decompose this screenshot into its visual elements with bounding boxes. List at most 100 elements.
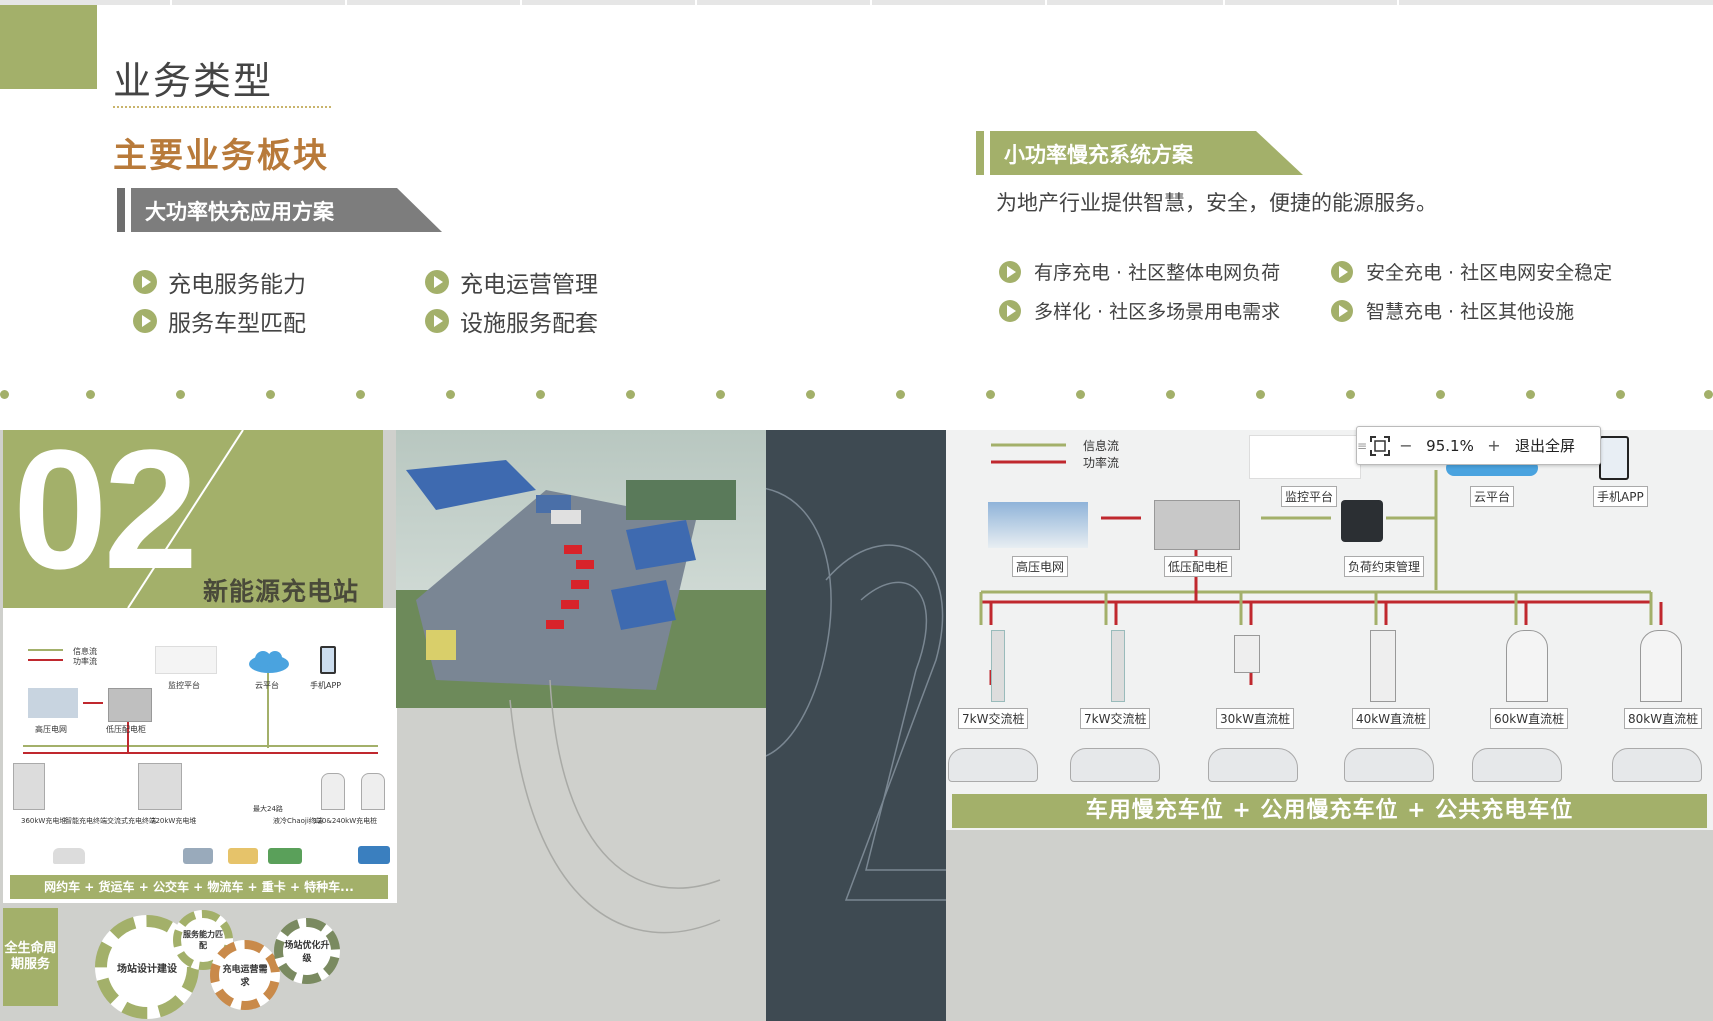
monitor-label: 监控平台	[1281, 486, 1338, 507]
charger-label: 7kW交流桩	[958, 708, 1029, 729]
slow-bullet-label: 智慧充电 · 社区其他设施	[1366, 301, 1575, 323]
cloud-label: 云平台	[255, 681, 279, 690]
charger-label: 7kW交流桩	[1080, 708, 1151, 729]
charger-label: 40kW直流桩	[1352, 708, 1431, 729]
charging-stack-image	[138, 763, 182, 810]
charger-label: 交流式充电终端	[107, 817, 156, 825]
section-number-panel: 02 新能源充电站	[3, 430, 383, 608]
charging-station-rendering	[396, 430, 767, 708]
station-topology-diagram: 信息流 功率流 监控平台 云平台 手机APP 高压电网 低压配电柜 360kW充…	[3, 608, 397, 903]
section-number: 02	[13, 430, 198, 605]
slow-charge-description: 为地产行业提供智慧，安全，便捷的能源服务。	[996, 191, 1437, 215]
cabinet-label: 低压配电柜	[1164, 556, 1233, 577]
monitor-screens-icon	[1249, 435, 1361, 479]
fast-bullet-label: 充电服务能力	[168, 272, 306, 298]
zoom-in-button[interactable]: +	[1487, 436, 1501, 455]
car-image	[1612, 748, 1702, 782]
fast-charge-band-label: 大功率快充应用方案	[145, 200, 334, 224]
bus-image	[268, 848, 302, 864]
charger-label: 360kW充电堆	[21, 817, 67, 825]
load-label: 负荷约束管理	[1344, 556, 1425, 577]
slow-charge-band-label: 小功率慢充系统方案	[1004, 143, 1193, 167]
charger-image	[1111, 630, 1125, 702]
cabinet-image	[108, 688, 152, 722]
parking-types-bar: 车用慢充车位 + 公用慢充车位 + 公共充电车位	[952, 794, 1707, 828]
drag-handle[interactable]: ≡	[1357, 438, 1368, 453]
exit-fullscreen-button[interactable]: 退出全屏	[1515, 437, 1576, 455]
grid-label: 高压电网	[35, 725, 67, 734]
charging-stack-image	[13, 763, 45, 810]
car-image	[1208, 748, 1298, 782]
zoom-out-button[interactable]: −	[1399, 436, 1413, 455]
fast-charge-band: 大功率快充应用方案	[117, 188, 442, 232]
play-circle-icon	[999, 260, 1021, 283]
cabinet-label: 低压配电柜	[106, 725, 146, 734]
vehicle-types-bar: 网约车 + 货运车 + 公交车 + 物流车 + 重卡 + 特种车...	[10, 875, 388, 899]
top-divider-bar	[0, 0, 1713, 5]
grid-label: 高压电网	[1012, 556, 1069, 577]
play-circle-icon	[425, 309, 449, 333]
corner-accent-block	[0, 5, 97, 89]
monitor-screens-icon	[155, 646, 217, 674]
slow-bullet-1: 有序充电 · 社区整体电网负荷	[998, 258, 1280, 285]
fast-bullet-label: 充电运营管理	[460, 272, 598, 298]
charger-image	[1234, 635, 1260, 673]
play-circle-icon	[133, 309, 157, 333]
charger-image	[321, 773, 345, 810]
zoom-toolbar: ≡ − 95.1% + 退出全屏	[1356, 426, 1601, 465]
slow-bullet-label: 多样化 · 社区多场景用电需求	[1034, 301, 1281, 323]
page-title: 业务类型	[113, 59, 274, 103]
charger-image	[1506, 630, 1548, 702]
car-image	[1344, 748, 1434, 782]
charger-label: 60kW直流桩	[1490, 708, 1569, 729]
slow-bullet-label: 有序充电 · 社区整体电网负荷	[1034, 262, 1281, 284]
charger-label: 智能充电终端	[65, 817, 107, 825]
outline-numeral-graphic	[509, 679, 721, 934]
fast-bullet-1: 充电服务能力	[132, 265, 306, 299]
fit-screen-button[interactable]	[1367, 433, 1393, 459]
fast-bullet-3: 服务车型匹配	[132, 304, 306, 338]
decorative-dot-row	[0, 390, 1713, 402]
slow-charge-topology-diagram: 信息流 功率流 监控平台 云平台 手机APP 高压电网 低压配电柜 负荷约束管理…	[946, 430, 1713, 830]
power-tower-image	[988, 502, 1088, 548]
cloud-label: 云平台	[1470, 486, 1515, 507]
fast-bullet-2: 充电运营管理	[424, 265, 598, 299]
gear-operation-needs: 充电运营需求	[210, 940, 280, 1010]
play-circle-icon	[999, 299, 1021, 322]
car-image	[53, 848, 85, 864]
charger-label: 液冷Chaoji终端	[273, 817, 323, 825]
slow-bullet-2: 安全充电 · 社区电网安全稳定	[1330, 258, 1612, 285]
slow-bullet-3: 多样化 · 社区多场景用电需求	[998, 297, 1280, 324]
bus-image	[228, 848, 258, 864]
main-section-title: 主要业务板块	[113, 136, 329, 176]
app-label: 手机APP	[310, 681, 342, 690]
charger-note: 最大24路	[253, 805, 283, 813]
slow-charge-band: 小功率慢充系统方案	[976, 131, 1303, 175]
car-image	[1070, 748, 1160, 782]
monitor-label: 监控平台	[168, 681, 200, 690]
gear-station-upgrade: 场站优化升级	[274, 918, 340, 984]
small-diagram-lines	[23, 649, 378, 754]
fast-bullet-4: 设施服务配套	[424, 304, 598, 338]
charger-label: 720kW充电堆	[151, 817, 197, 825]
play-circle-icon	[1331, 260, 1353, 283]
legend-info: 信息流	[73, 647, 97, 656]
slow-bullet-4: 智慧充电 · 社区其他设施	[1330, 297, 1574, 324]
legend-info: 信息流	[1083, 439, 1120, 453]
fast-bullet-label: 设施服务配套	[460, 311, 598, 337]
cloud-icon	[249, 651, 289, 673]
lifecycle-panel: 全生命周期服务	[3, 908, 58, 1006]
charger-image	[991, 630, 1005, 702]
fast-bullet-label: 服务车型匹配	[168, 311, 306, 337]
slow-bullet-label: 安全充电 · 社区电网安全稳定	[1366, 262, 1613, 284]
play-circle-icon	[133, 270, 157, 294]
phone-icon	[320, 646, 336, 674]
title-dotted-rule	[113, 106, 331, 108]
fit-screen-icon	[1370, 435, 1390, 456]
charger-image	[1640, 630, 1682, 702]
power-tower-image	[28, 688, 78, 718]
cabinet-image	[1154, 500, 1240, 550]
legend-power: 功率流	[73, 657, 97, 666]
charger-label: 120&240kW充电桩	[313, 817, 378, 825]
car-image	[1472, 748, 1562, 782]
